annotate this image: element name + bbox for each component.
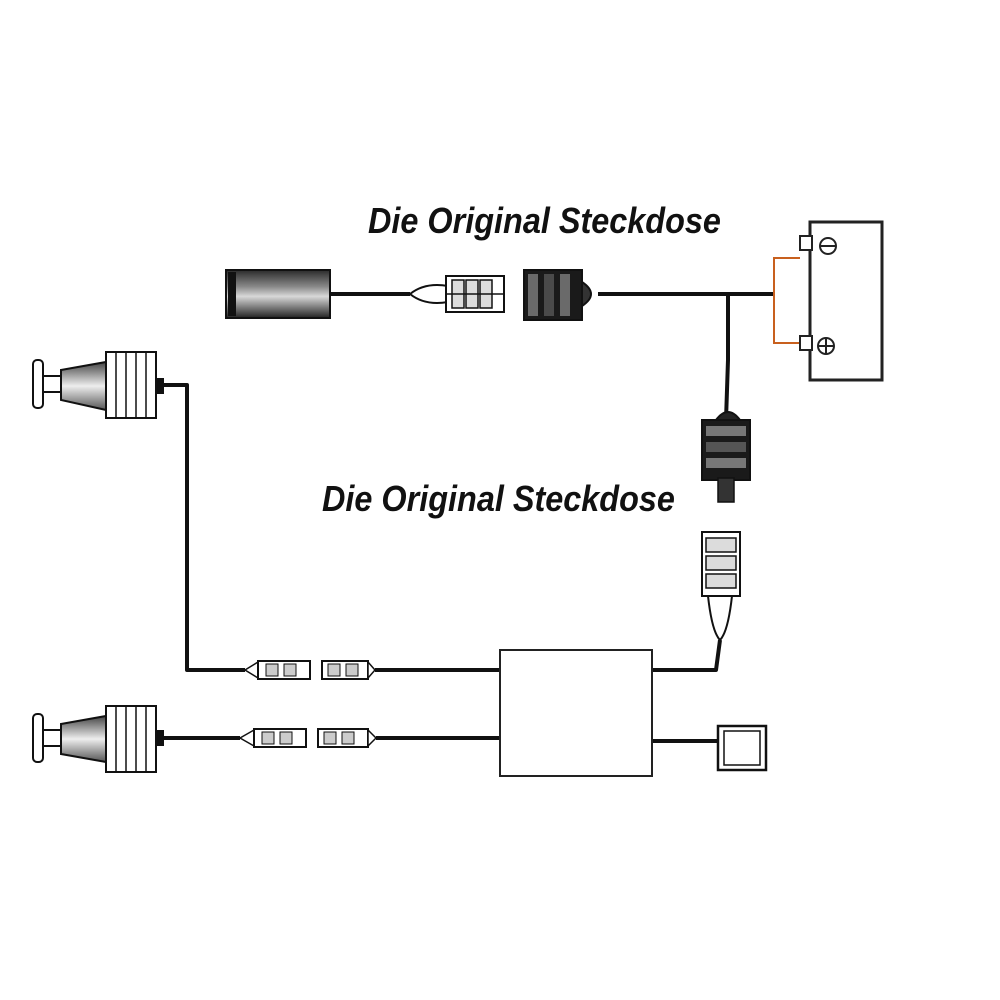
battery (799, 220, 884, 382)
lower-bullet-connector-right (317, 728, 378, 748)
battery-leads (773, 257, 800, 344)
middle-socket-label: Die Original Steckdose (322, 478, 675, 519)
wire-upper-bulb-to-controller (160, 383, 245, 672)
wire-junction-to-middle-socket (724, 294, 730, 421)
output-connector-box (716, 724, 768, 772)
wire-controller-to-plug (652, 639, 722, 672)
upper-bullet-connector-left (243, 660, 311, 680)
middle-plug-male (701, 531, 741, 642)
ballast-tube (225, 269, 331, 319)
lower-bulb (32, 705, 164, 773)
middle-socket-female (701, 411, 751, 503)
upper-bullet-connector-right (321, 660, 376, 680)
top-socket-label: Die Original Steckdose (368, 200, 721, 241)
top-connector-female (523, 269, 592, 321)
top-connector-male (408, 275, 505, 313)
lower-bullet-connector-left (238, 728, 307, 748)
controller-box (499, 649, 653, 777)
wires (160, 292, 775, 743)
upper-bulb (32, 351, 164, 419)
